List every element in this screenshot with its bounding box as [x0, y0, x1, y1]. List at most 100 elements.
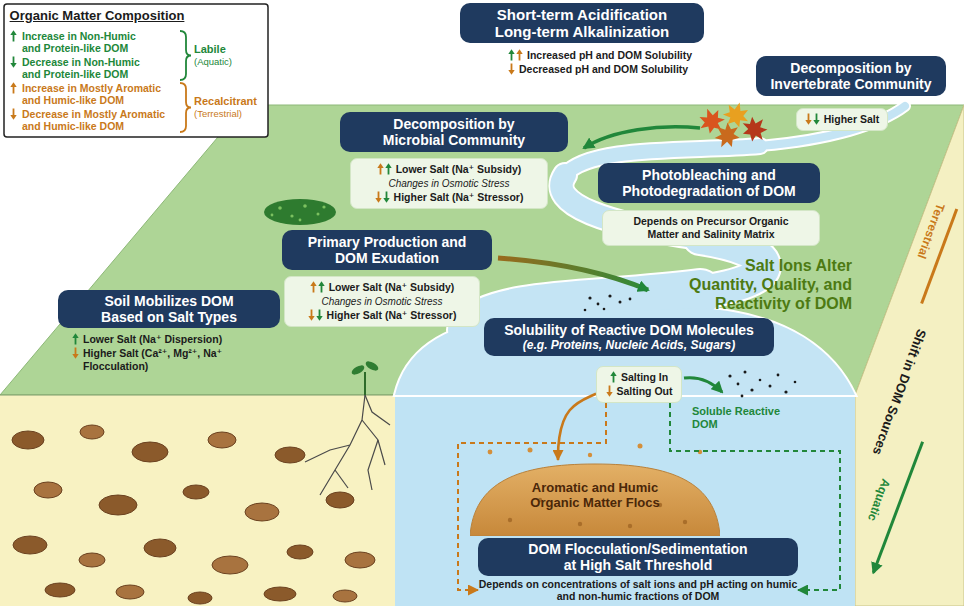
note-text: Changes in Osmotic Stress	[321, 295, 442, 308]
effect-box: Depends on Precursor Organic Matter and …	[602, 210, 820, 246]
effect-text: Lower Salt (Na⁺ Dispersion)	[83, 333, 222, 346]
soil-aggregate	[287, 545, 313, 559]
decrease-arrow	[606, 385, 613, 397]
box-title: DOM Flocculation/Sedimentation at High S…	[521, 541, 756, 573]
box-title: Solubility of Reactive DOM Molecules	[493, 322, 765, 338]
text-row: Increased pH and DOM Solubility	[508, 49, 704, 62]
process-box: Decomposition by Invertebrate Community	[756, 56, 946, 96]
increase-arrow	[610, 371, 617, 383]
seedling-stem	[364, 372, 366, 395]
arrow-shaft	[75, 337, 77, 345]
floc-particle	[488, 450, 493, 455]
process-group: Short-term Acidification Long-term Alkal…	[460, 3, 704, 77]
source-label: Aquatic	[865, 477, 893, 523]
soil-aggregate	[245, 503, 279, 521]
seedling-leaf	[364, 359, 380, 372]
effect-text: Salting In	[621, 371, 668, 384]
particle	[741, 395, 744, 398]
increase-arrow	[310, 281, 317, 293]
text-row: Decreased pH and DOM Solubility	[508, 63, 704, 76]
box-body: Depends on concentrations of salt ions a…	[478, 578, 798, 602]
algae-cell	[317, 213, 320, 216]
arrow-head	[508, 70, 514, 75]
group-note: (Terrestrial)	[194, 108, 242, 119]
algae-patch	[264, 199, 336, 225]
water-column	[395, 395, 855, 606]
label-anchor: Terrestrial	[915, 201, 948, 260]
text-row: Depends on Precursor Organic Matter and …	[608, 215, 814, 241]
algae-cell	[271, 214, 274, 217]
effect-text: Higher Salt	[824, 113, 879, 126]
label-anchor: (Aquatic)	[194, 56, 232, 67]
box-title: Soil Mobilizes DOM Based on Salt Types	[89, 293, 249, 325]
source-label: Terrestrial	[915, 201, 948, 260]
soil-aggregate	[188, 592, 212, 604]
arrow-shaft	[608, 386, 610, 394]
decrease-arrow	[813, 113, 820, 125]
arrow-shaft	[815, 114, 817, 122]
increase-arrow	[508, 49, 515, 61]
root	[320, 395, 365, 495]
soil-aggregate	[79, 553, 105, 567]
soil-aggregate	[132, 442, 168, 462]
soil-profile	[0, 395, 395, 606]
plant-roots	[305, 395, 390, 495]
arrow-head	[385, 163, 391, 168]
soil-aggregate	[345, 552, 375, 568]
river-bank	[760, 106, 905, 146]
arrow-shaft	[519, 53, 521, 61]
decrease-arrow	[10, 108, 17, 120]
central-statement: Salt Ions Alter Quantity, Quality, and R…	[680, 256, 852, 313]
arrow-head	[377, 163, 383, 168]
arrow-head	[72, 354, 78, 359]
label-anchor: Aquatic	[865, 477, 893, 523]
land-surface	[0, 105, 964, 395]
decrease-arrow	[383, 191, 390, 203]
box-subtitle: (e.g. Proteins, Nucleic Acids, Sugars)	[493, 338, 765, 352]
legend-text: Increase in Non-Humic and Protein-like D…	[22, 30, 150, 54]
group-label: Labile	[194, 43, 226, 56]
text-row: Salting Out	[602, 385, 676, 398]
increase-arrow	[10, 30, 17, 42]
box-body: Increased pH and DOM SolubilityDecreased…	[460, 49, 704, 76]
effect-text: Lower Salt (Na⁺ Subsidy)	[396, 163, 522, 176]
arrow-shaft	[377, 192, 379, 200]
leaf	[709, 117, 744, 152]
box-title: Decomposition by Invertebrate Community	[765, 60, 937, 92]
process-box: Short-term Acidification Long-term Alkal…	[460, 3, 704, 43]
effect-text: Higher Salt (Ca²⁺, Mg²⁺, Na⁺ Flocculatio…	[83, 347, 280, 373]
floc-text: Aromatic and Humic Organic Matter Flocs	[520, 480, 670, 510]
effect-text: Salting Out	[617, 385, 673, 398]
algae-cells	[271, 204, 326, 221]
leaf	[738, 111, 773, 146]
legend-text: Decrease in Non-Humic and Protein-like D…	[22, 56, 150, 80]
root	[365, 395, 390, 425]
soil-aggregate	[45, 583, 75, 597]
arrow-head	[383, 198, 389, 203]
text-row: Changes in Osmotic Stress	[356, 177, 542, 190]
exudation-arrow	[498, 258, 648, 290]
root	[335, 470, 348, 488]
process-box: Primary Production and DOM Exudation	[282, 230, 492, 270]
effect-box: Salting InSalting Out	[596, 366, 682, 403]
soil-aggregates	[12, 425, 375, 604]
floc-particle	[588, 453, 592, 457]
arrow-shaft	[320, 285, 322, 293]
effect-text: Higher Salt (Na⁺ Stressor)	[327, 309, 457, 322]
arrow-head	[805, 120, 811, 125]
increase-arrow	[377, 163, 384, 175]
increase-arrow	[385, 163, 392, 175]
arrow-head	[10, 63, 16, 68]
particle	[769, 385, 772, 388]
floc-grain	[628, 524, 632, 528]
effect-box: Lower Salt (Na⁺ Subsidy)Changes in Osmot…	[284, 276, 480, 327]
leaf-input-arrow	[584, 127, 700, 148]
arrow-head	[606, 392, 612, 397]
arrow-head	[375, 198, 381, 203]
soil-aggregate	[183, 485, 209, 499]
text-row: Salting In	[602, 371, 676, 384]
salting-in-arrow	[684, 378, 722, 392]
process-box: Solubility of Reactive DOM Molecules(e.g…	[484, 318, 774, 356]
increase-arrow	[516, 49, 523, 61]
increase-arrow	[10, 82, 17, 94]
